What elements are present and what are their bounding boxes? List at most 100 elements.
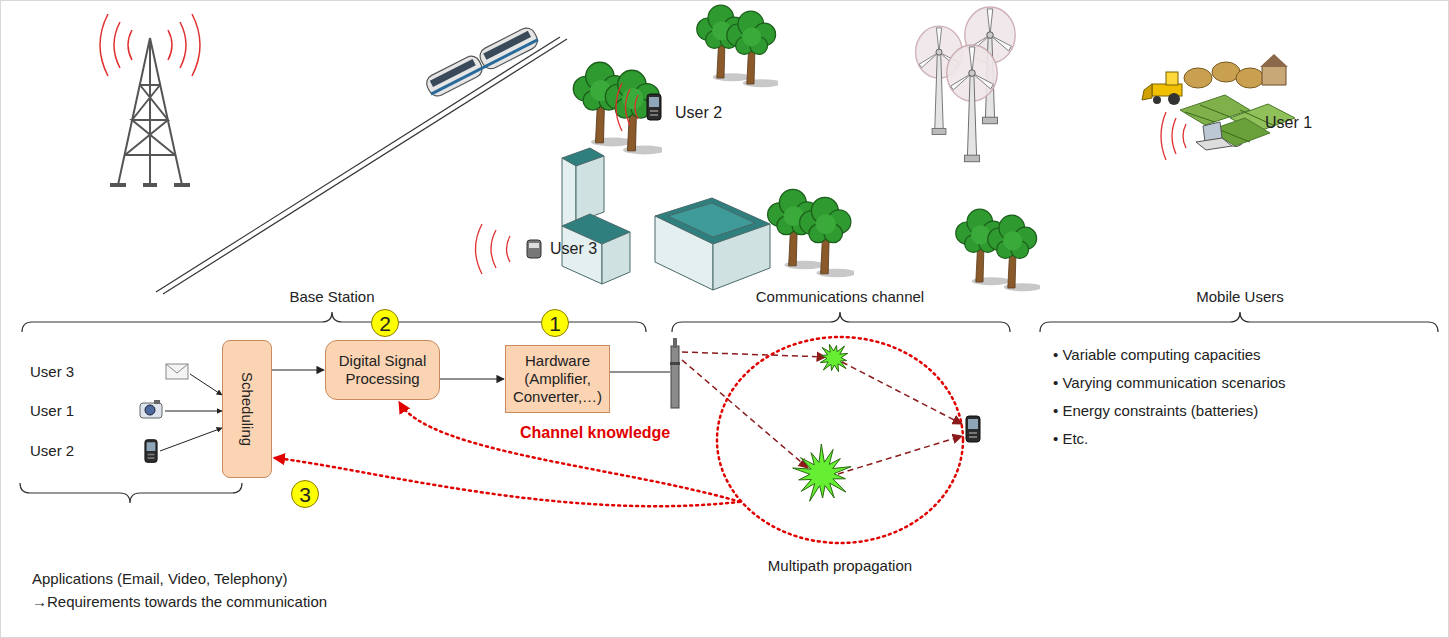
base-station-tower <box>118 38 182 185</box>
application-icons <box>145 405 155 415</box>
channel-ellipse <box>715 335 965 547</box>
trees <box>605 70 665 154</box>
user-1-laptop <box>1196 138 1232 150</box>
bullet-item: • Energy constraints (batteries) <box>1053 402 1258 420</box>
user-2-phone <box>616 83 638 131</box>
bullet-item: • Variable computing capacities <box>1053 346 1261 364</box>
channel-ellipse <box>717 337 963 543</box>
base-station-tower <box>100 14 200 76</box>
node-label: Hardware (Amplifier, Converter,…) <box>512 352 603 406</box>
application-icons <box>166 364 188 379</box>
antenna <box>670 362 680 365</box>
application-icons <box>160 428 222 451</box>
flow-arrow <box>272 369 324 370</box>
hardware-box: Hardware (Amplifier, Converter,…) <box>505 345 610 413</box>
buildings <box>602 232 630 284</box>
flow-arrow <box>440 378 504 379</box>
railway <box>163 39 567 294</box>
channel-feedback-arrow <box>275 458 740 506</box>
railway <box>156 37 567 294</box>
scatterer <box>793 444 852 501</box>
receiver-phone <box>966 416 980 442</box>
base-station-tower <box>110 183 190 187</box>
railway <box>156 37 560 292</box>
node-label: Digital Signal Processing <box>332 352 433 388</box>
application-icons <box>154 400 160 404</box>
section-heading: Communications channel <box>756 288 924 306</box>
farm <box>1184 62 1264 88</box>
wind-turbines <box>916 7 1016 162</box>
box-text: Hardware (Amplifier, Converter,…) <box>512 352 603 406</box>
user-3-device <box>529 243 539 248</box>
user-2-phone <box>647 94 661 120</box>
bullet-item: • Etc. <box>1053 430 1088 448</box>
trees <box>727 11 781 87</box>
user-3-device <box>476 224 511 274</box>
antenna <box>610 371 670 372</box>
application-icons <box>140 364 222 462</box>
buildings <box>713 224 770 290</box>
tractor <box>1153 96 1161 104</box>
user-1-laptop <box>1161 112 1242 160</box>
application-icons <box>166 364 188 373</box>
brackets <box>20 312 1438 503</box>
channel-region: Multipath propagation <box>715 335 965 580</box>
tractor <box>1142 84 1152 100</box>
channel-feedback-arrow <box>400 403 740 502</box>
bullet-item: • Varying communication scenarios <box>1053 374 1286 392</box>
scatterer <box>820 344 847 371</box>
train <box>430 38 538 95</box>
buildings <box>576 156 604 222</box>
user-label: User 1 <box>30 402 74 420</box>
farm <box>1236 68 1264 88</box>
tractor <box>1166 72 1178 85</box>
section-heading: Base Station <box>289 288 374 306</box>
application-icons <box>145 440 157 463</box>
user-label: User 3 <box>30 363 74 381</box>
base-station-tower <box>125 85 175 155</box>
trees <box>573 5 1042 291</box>
application-icons <box>140 403 162 418</box>
scatterer <box>793 344 852 501</box>
node-label: Scheduling <box>238 372 256 446</box>
user-1-laptop <box>1161 112 1186 160</box>
edge-label: Channel knowledge <box>517 423 673 443</box>
region-caption: Multipath propagation <box>715 557 965 575</box>
user-3-device <box>476 224 542 274</box>
farm <box>1185 105 1275 142</box>
trees <box>988 215 1042 291</box>
application-icons <box>165 411 222 412</box>
section-heading: Mobile Users <box>1196 288 1284 306</box>
trees <box>800 197 857 277</box>
base-station-tower <box>100 14 132 76</box>
antenna <box>671 346 679 408</box>
application-icons <box>190 374 222 395</box>
farm <box>1260 54 1288 67</box>
user-3-device <box>527 240 541 258</box>
user-1-laptop <box>1232 144 1242 147</box>
buildings <box>562 148 770 290</box>
user-label: User 2 <box>675 104 722 122</box>
brackets <box>672 312 1010 332</box>
base-station-tower <box>100 14 200 185</box>
callout-number: 1 <box>541 309 569 337</box>
note: →Requirements towards the communication <box>32 593 327 611</box>
callout-number: 2 <box>371 309 399 337</box>
user-label: User 1 <box>1265 114 1312 132</box>
user-label: User 2 <box>30 442 74 460</box>
application-icons <box>160 374 222 451</box>
multipath-rays <box>842 362 962 424</box>
antenna <box>610 338 680 408</box>
box-text: Digital Signal Processing <box>332 352 433 388</box>
multipath-rays <box>682 352 826 357</box>
process-box: Digital Signal Processing <box>325 340 440 400</box>
user-2-phone <box>616 83 661 131</box>
tractor <box>1168 93 1180 105</box>
note: Applications (Email, Video, Telephony) <box>32 570 287 588</box>
farm <box>1180 54 1295 146</box>
callout-number: 3 <box>291 480 319 508</box>
